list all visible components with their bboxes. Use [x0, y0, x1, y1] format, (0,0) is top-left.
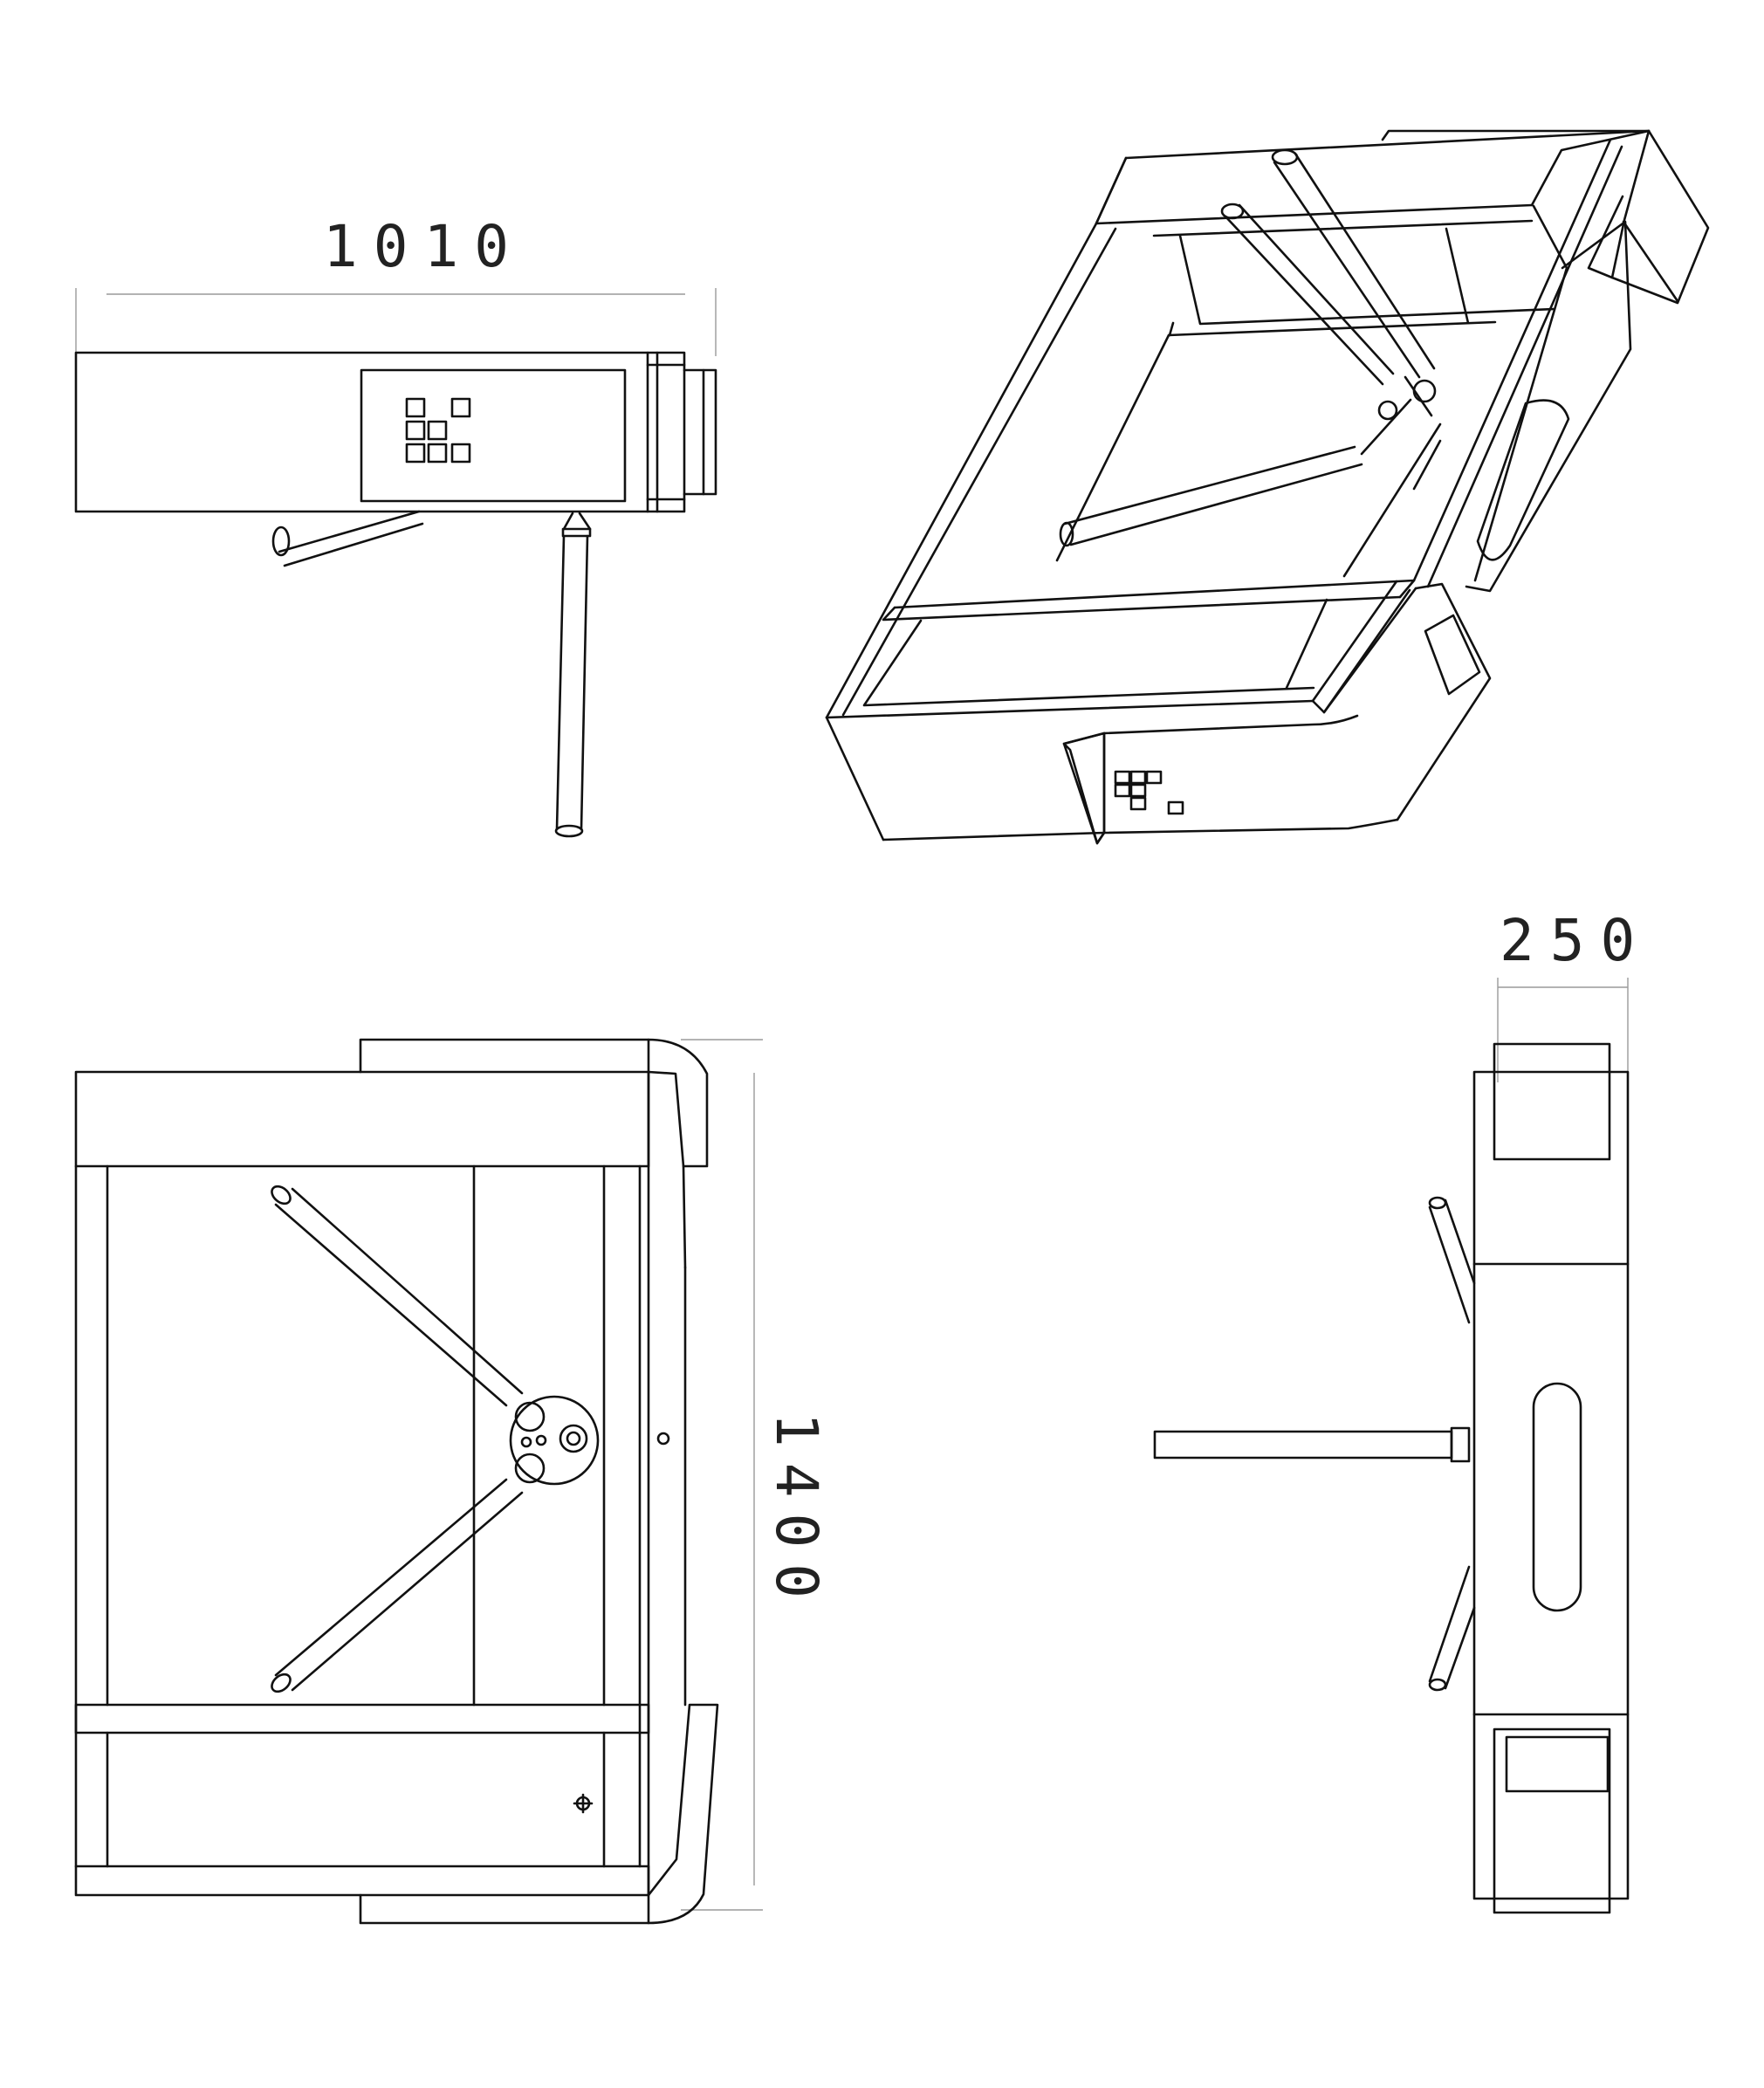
dim-label-1010: 1010	[323, 213, 525, 280]
top-view: 1010	[74, 213, 717, 838]
dim-label-1400: 1400	[763, 1412, 830, 1614]
side-view: 250	[1153, 907, 1651, 1914]
front-view-hub	[509, 1395, 670, 1814]
top-view-display-panel	[360, 368, 627, 503]
iso-frame	[825, 129, 1710, 845]
side-view-housing	[1472, 1042, 1630, 1914]
isometric-view	[825, 129, 1710, 845]
top-view-arm-down	[554, 512, 592, 838]
iso-display-panel	[1062, 731, 1184, 845]
front-view-housing	[74, 1038, 719, 1925]
top-view-housing	[74, 351, 717, 513]
top-view-arm-left	[271, 510, 424, 567]
front-view: 1400	[74, 1038, 830, 1925]
iso-arms	[1059, 148, 1437, 547]
front-view-arms	[271, 1185, 524, 1693]
side-view-arms	[1153, 1196, 1476, 1692]
dim-label-250: 250	[1500, 907, 1651, 974]
